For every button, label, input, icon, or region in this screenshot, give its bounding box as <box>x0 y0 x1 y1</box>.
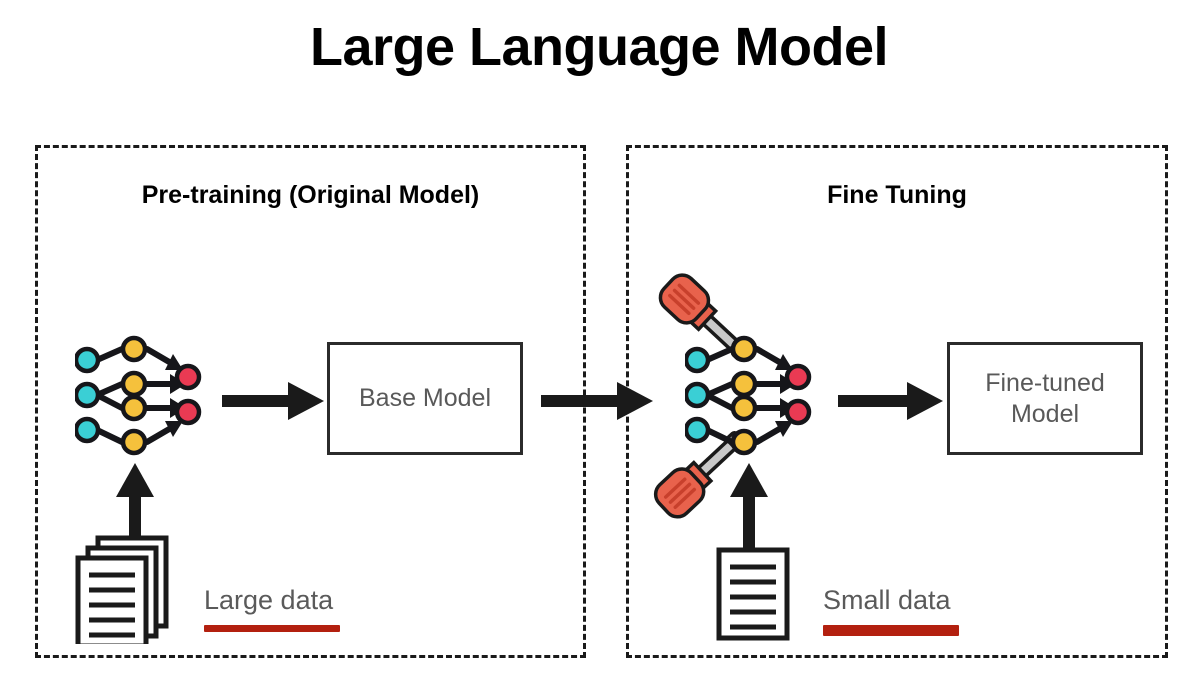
large-data-label-group: Large data <box>204 584 340 632</box>
base-model-box: Base Model <box>327 342 523 455</box>
arrow-documents-to-network-pretraining <box>116 463 154 548</box>
fine-tuned-model-label-line2: Model <box>1010 399 1080 428</box>
panel-finetuning-title: Fine Tuning <box>827 181 967 209</box>
small-data-underline <box>823 625 959 636</box>
neural-network-icon-finetuning <box>685 335 812 456</box>
arrow-base-model-to-finetuning <box>541 382 653 420</box>
arrow-documents-to-network-finetuning <box>730 463 768 548</box>
small-data-label-group: Small data <box>823 584 959 636</box>
single-document-icon <box>716 547 790 641</box>
panel-finetuning: Fine Tuning <box>626 145 1168 658</box>
page-title: Large Language Model <box>309 17 889 77</box>
arrow-network-to-base-model <box>222 382 324 420</box>
stacked-documents-icon <box>75 535 169 644</box>
panel-pretraining-title: Pre-training (Original Model) <box>141 181 480 209</box>
small-data-label: Small data <box>823 585 951 615</box>
base-model-label: Base Model <box>358 384 492 412</box>
arrow-network-to-finetuned-model <box>838 382 943 420</box>
large-data-underline <box>204 625 340 632</box>
fine-tuned-model-box: Fine-tuned Model <box>947 342 1143 455</box>
large-data-label: Large data <box>204 585 334 615</box>
fine-tuned-model-label-line1: Fine-tuned <box>985 368 1105 397</box>
neural-network-icon-pretraining <box>75 335 202 456</box>
